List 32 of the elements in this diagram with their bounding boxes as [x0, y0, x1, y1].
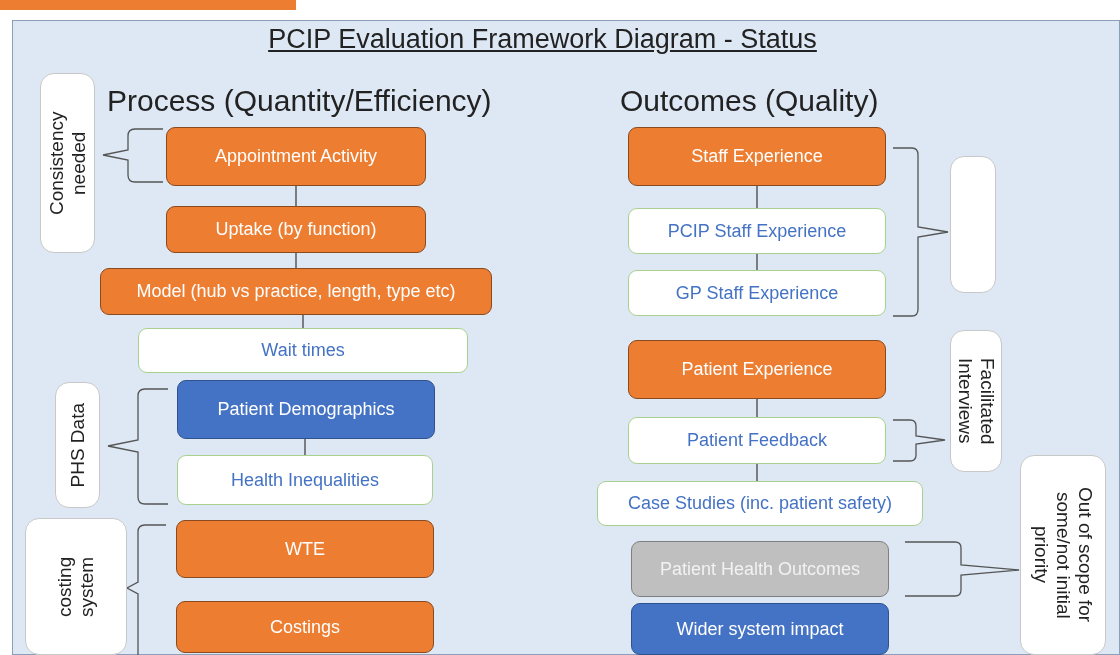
diagram-title: PCIP Evaluation Framework Diagram - Status	[268, 24, 817, 54]
connector-line	[756, 463, 758, 482]
process-box: Patient Experience	[628, 340, 886, 399]
process-box: Health Inequalities	[177, 455, 433, 505]
process-box: GP Staff Experience	[628, 270, 886, 316]
process-box: Costings	[176, 601, 434, 653]
blank-box	[950, 156, 996, 293]
side-label: Out of scope for some/not initial priority	[1020, 455, 1106, 655]
column-heading: Process (Quantity/Efficiency)	[107, 84, 492, 118]
connector-line	[756, 253, 758, 271]
connector-line	[304, 438, 306, 456]
process-box: PCIP Staff Experience	[628, 208, 886, 254]
connector-line	[756, 398, 758, 418]
side-label: costing system	[25, 518, 127, 655]
side-label: Facilitated Interviews	[950, 330, 1002, 472]
connector-line	[295, 252, 297, 269]
side-label: Consistency needed	[40, 73, 95, 253]
process-box: WTE	[176, 520, 434, 578]
process-box: Patient Demographics	[177, 380, 435, 439]
connector-line	[302, 314, 304, 329]
process-box: Model (hub vs practice, length, type etc)	[100, 268, 492, 315]
connector-line	[756, 185, 758, 209]
process-box: Staff Experience	[628, 127, 886, 186]
process-box: Wider system impact	[631, 603, 889, 655]
process-box: Case Studies (inc. patient safety)	[597, 481, 923, 526]
column-heading: Outcomes (Quality)	[620, 84, 879, 118]
process-box: Uptake (by function)	[166, 206, 426, 253]
process-box: Patient Feedback	[628, 417, 886, 464]
process-box: Wait times	[138, 328, 468, 373]
side-label: PHS Data	[55, 382, 100, 508]
connector-line	[295, 185, 297, 207]
process-box: Appointment Activity	[166, 127, 426, 186]
